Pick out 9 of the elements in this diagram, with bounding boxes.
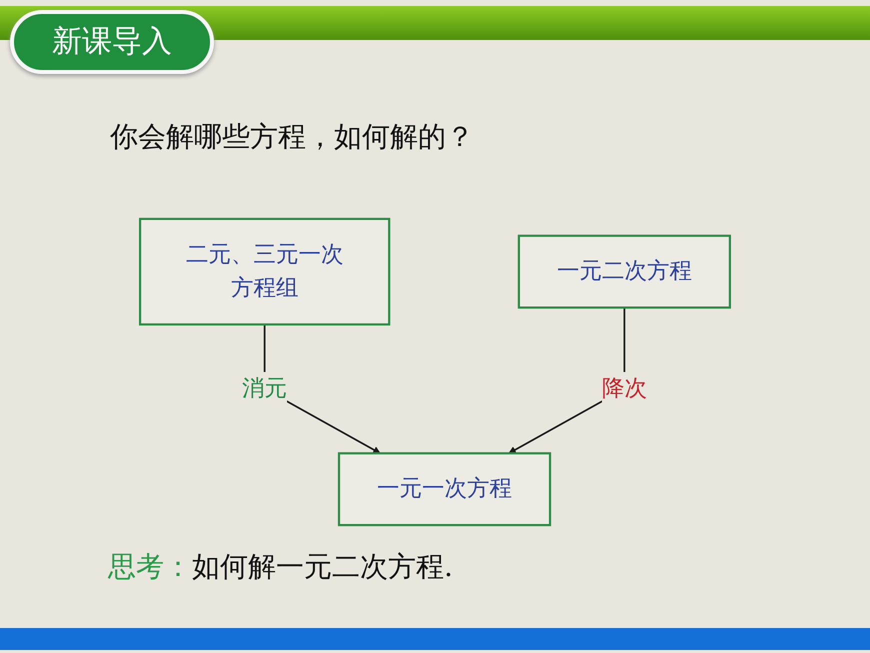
question-text: 如何解一元二次方程.	[192, 549, 453, 585]
node-box: 一元二次方程	[518, 234, 731, 309]
section-title: 新课导入	[10, 10, 214, 74]
prompt-label: 思考：	[108, 549, 192, 585]
node-box: 一元一次方程	[338, 452, 552, 526]
question-text: 你会解哪些方程，如何解的？	[110, 119, 474, 155]
node-box: 二元、三元一次方程组	[139, 218, 390, 326]
edge-label: 消元	[242, 375, 288, 402]
edge-label: 降次	[602, 375, 647, 402]
